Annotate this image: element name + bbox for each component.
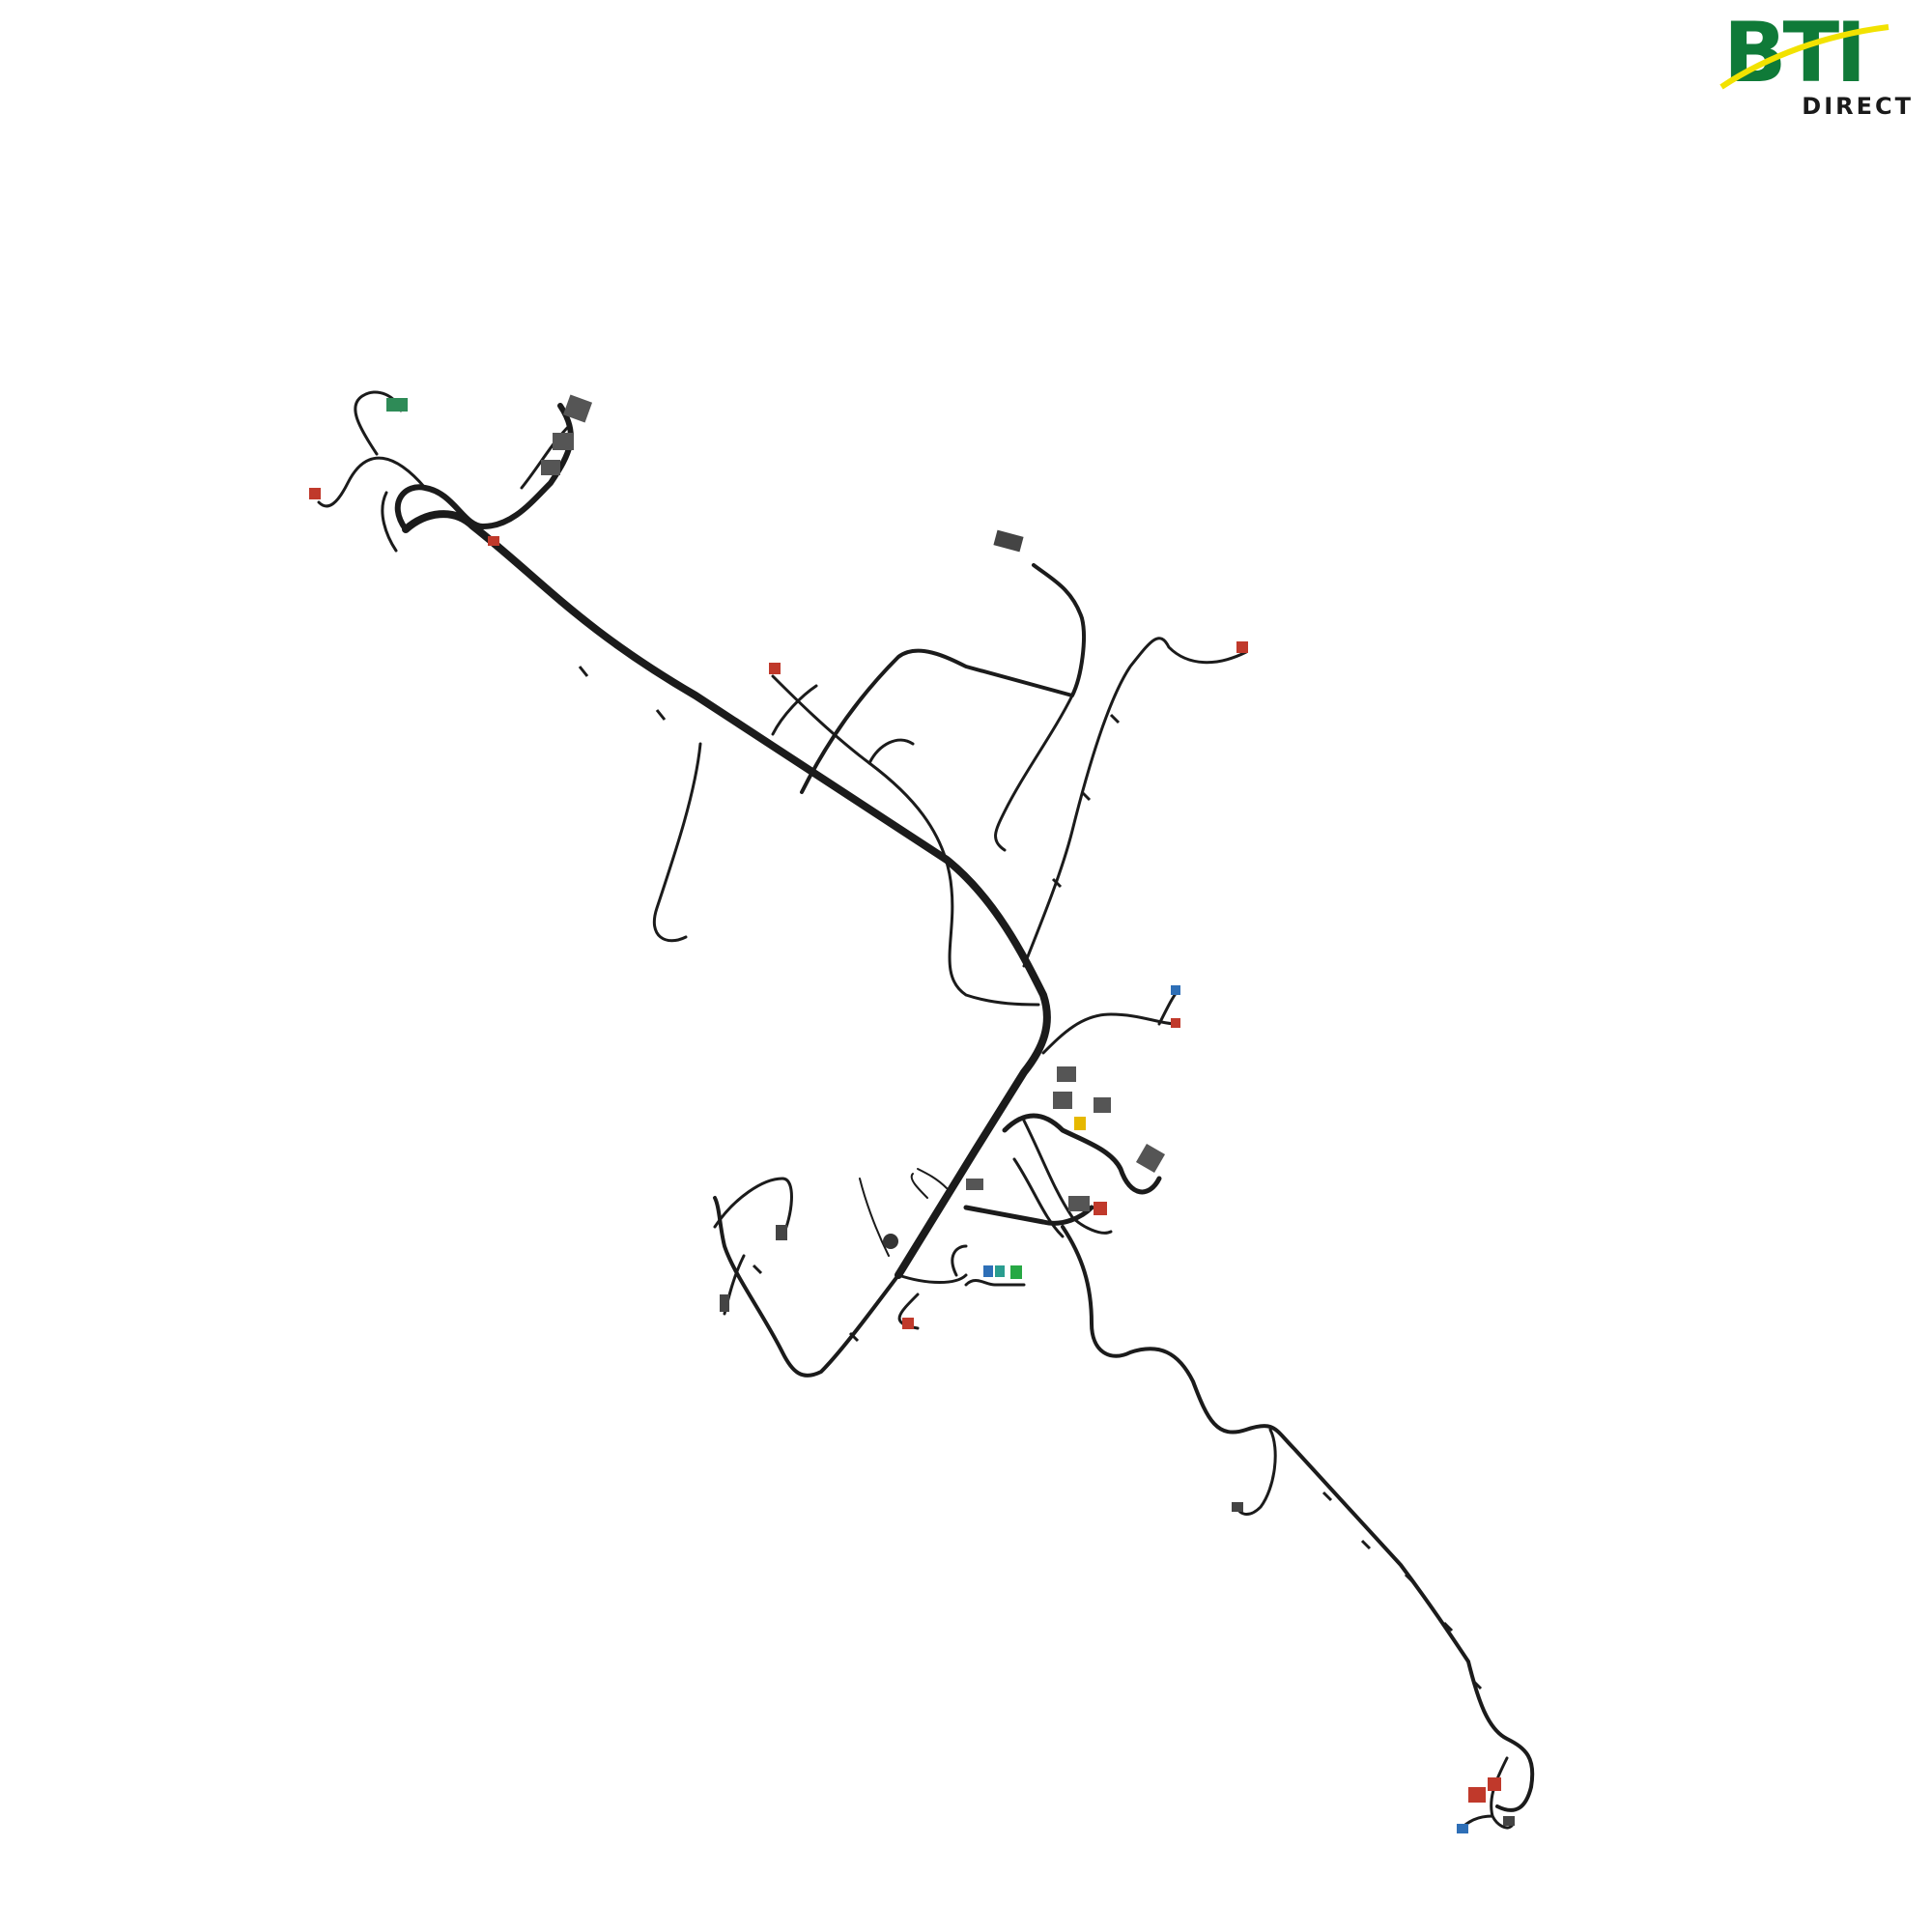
connector-center-yellow xyxy=(1074,1117,1086,1130)
connector-lower-right-b xyxy=(1488,1777,1501,1791)
connector-right-red xyxy=(1171,1018,1180,1028)
clip xyxy=(1051,877,1063,889)
connector-lower-right-a xyxy=(1468,1787,1486,1803)
connector-center-b xyxy=(1053,1092,1072,1109)
connector-center-c xyxy=(1094,1097,1111,1113)
connector-center-blue xyxy=(983,1265,993,1277)
connector-top-left-red xyxy=(309,488,321,499)
connector-left-red xyxy=(769,663,781,674)
center-left-wire-b xyxy=(859,1178,890,1257)
connector-center-d xyxy=(1135,1143,1166,1174)
wire-clips xyxy=(578,666,1483,1690)
connector-top-cluster-c xyxy=(541,460,560,475)
clip xyxy=(752,1264,763,1275)
top-left-branch-d xyxy=(520,423,572,490)
right-upper-branch xyxy=(1022,637,1248,968)
harness-wires xyxy=(317,390,1535,1833)
connector-upper-mid xyxy=(993,529,1024,553)
center-cluster-a xyxy=(1002,1113,1162,1195)
center-cluster-c xyxy=(1022,1119,1113,1235)
logo-swoosh xyxy=(1719,24,1889,90)
mid-wire-branch xyxy=(771,674,871,765)
clip xyxy=(1080,790,1092,802)
connector-lower-left xyxy=(776,1225,787,1240)
connector-center-teal xyxy=(995,1265,1005,1277)
connector-top-cluster-a xyxy=(562,394,593,423)
connector-center-a xyxy=(1057,1066,1076,1082)
connector-center-left-red xyxy=(902,1318,914,1329)
connector-right-blue xyxy=(1171,985,1180,995)
connector-lower-right-blue xyxy=(1457,1824,1468,1833)
lower-left-loop xyxy=(713,1177,793,1238)
grommet-center xyxy=(883,1234,898,1249)
right-small-branch xyxy=(1041,988,1180,1055)
clip xyxy=(1109,713,1121,724)
mid-hook-branch xyxy=(771,684,915,765)
top-left-loop xyxy=(394,403,574,532)
bti-logo-mark: BTI xyxy=(1719,12,1918,95)
clip xyxy=(1360,1539,1372,1550)
top-left-branch-c xyxy=(381,491,398,553)
connector-center-green xyxy=(1010,1265,1022,1279)
bti-direct-logo: BTI DIRECT xyxy=(1719,12,1918,124)
connector-upper-right-red xyxy=(1236,641,1248,653)
lower-right-long-branch xyxy=(1061,1225,1535,1812)
clip xyxy=(1404,1573,1415,1584)
connector-lower-left-b xyxy=(720,1294,729,1312)
clip xyxy=(578,666,589,677)
center-bottom-branch-b xyxy=(964,1279,1026,1287)
clip xyxy=(655,709,667,721)
connectors xyxy=(309,394,1515,1833)
lower-left-branch xyxy=(713,1196,900,1378)
bti-logo-subtext: DIRECT xyxy=(1802,93,1914,120)
connector-center-small xyxy=(966,1179,983,1190)
clip xyxy=(1321,1491,1333,1502)
clip xyxy=(848,1331,860,1343)
center-cluster-d xyxy=(1012,1157,1065,1238)
clip xyxy=(1471,1679,1483,1690)
mid-loop-branch xyxy=(867,761,1040,1007)
bti-logo-text: BTI xyxy=(1723,5,1866,101)
center-left-wire-a xyxy=(910,1168,948,1199)
clip xyxy=(1442,1621,1454,1633)
connector-center-e xyxy=(1068,1196,1090,1211)
connector-top-left-green xyxy=(386,398,408,412)
lower-right-spur xyxy=(1235,1428,1277,1516)
connector-top-cluster-d xyxy=(488,536,499,546)
upper-mid-down xyxy=(994,694,1074,852)
connector-lower-spur xyxy=(1232,1502,1243,1512)
connector-top-cluster-b xyxy=(553,433,574,450)
left-drop-branch xyxy=(652,742,702,943)
top-left-branch-a xyxy=(317,456,427,508)
connector-center-red xyxy=(1094,1202,1107,1215)
upper-mid-branch xyxy=(800,563,1086,794)
connector-lower-right-c xyxy=(1503,1816,1515,1826)
